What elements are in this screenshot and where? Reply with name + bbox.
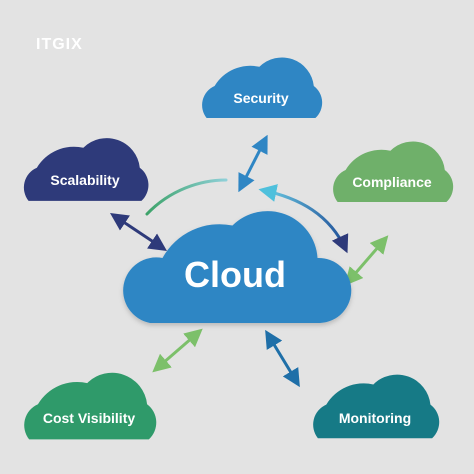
brand-logo: ITGIX bbox=[36, 36, 83, 53]
cloud-center-fill bbox=[123, 211, 352, 323]
arrow-cloud-cost-visibility bbox=[152, 328, 203, 373]
cloud-shape-cost-visibility bbox=[24, 372, 157, 440]
arc-security-compliance bbox=[258, 184, 349, 254]
cloud-shape-security bbox=[202, 57, 323, 119]
cloud-shape-scalability bbox=[23, 138, 149, 201]
label-cost-visibility: Cost Visibility bbox=[42, 410, 136, 426]
arrow-cloud-scalability bbox=[110, 213, 167, 251]
cloud-shape-compliance bbox=[333, 141, 454, 203]
cloud-scalability-fill bbox=[23, 138, 149, 201]
cloud-security-fill bbox=[202, 57, 323, 119]
arc-scalability-to-security bbox=[145, 178, 228, 216]
arrow-cloud-monitoring bbox=[265, 329, 300, 388]
label-compliance: Compliance bbox=[352, 174, 432, 190]
cloud-monitoring-fill bbox=[313, 374, 440, 439]
cloud-cost-visibility-fill bbox=[24, 372, 157, 440]
label-scalability: Scalability bbox=[50, 172, 120, 188]
cloud-shape-monitoring bbox=[313, 374, 440, 439]
label-center-cloud: Cloud bbox=[184, 254, 286, 295]
arrow-cloud-compliance bbox=[344, 235, 389, 286]
connectors bbox=[110, 134, 389, 388]
cloud-compliance-fill bbox=[333, 141, 454, 203]
label-monitoring: Monitoring bbox=[338, 410, 412, 426]
cloud-shape-center bbox=[123, 211, 352, 323]
arrow-cloud-security bbox=[238, 134, 268, 193]
label-security: Security bbox=[233, 90, 289, 106]
